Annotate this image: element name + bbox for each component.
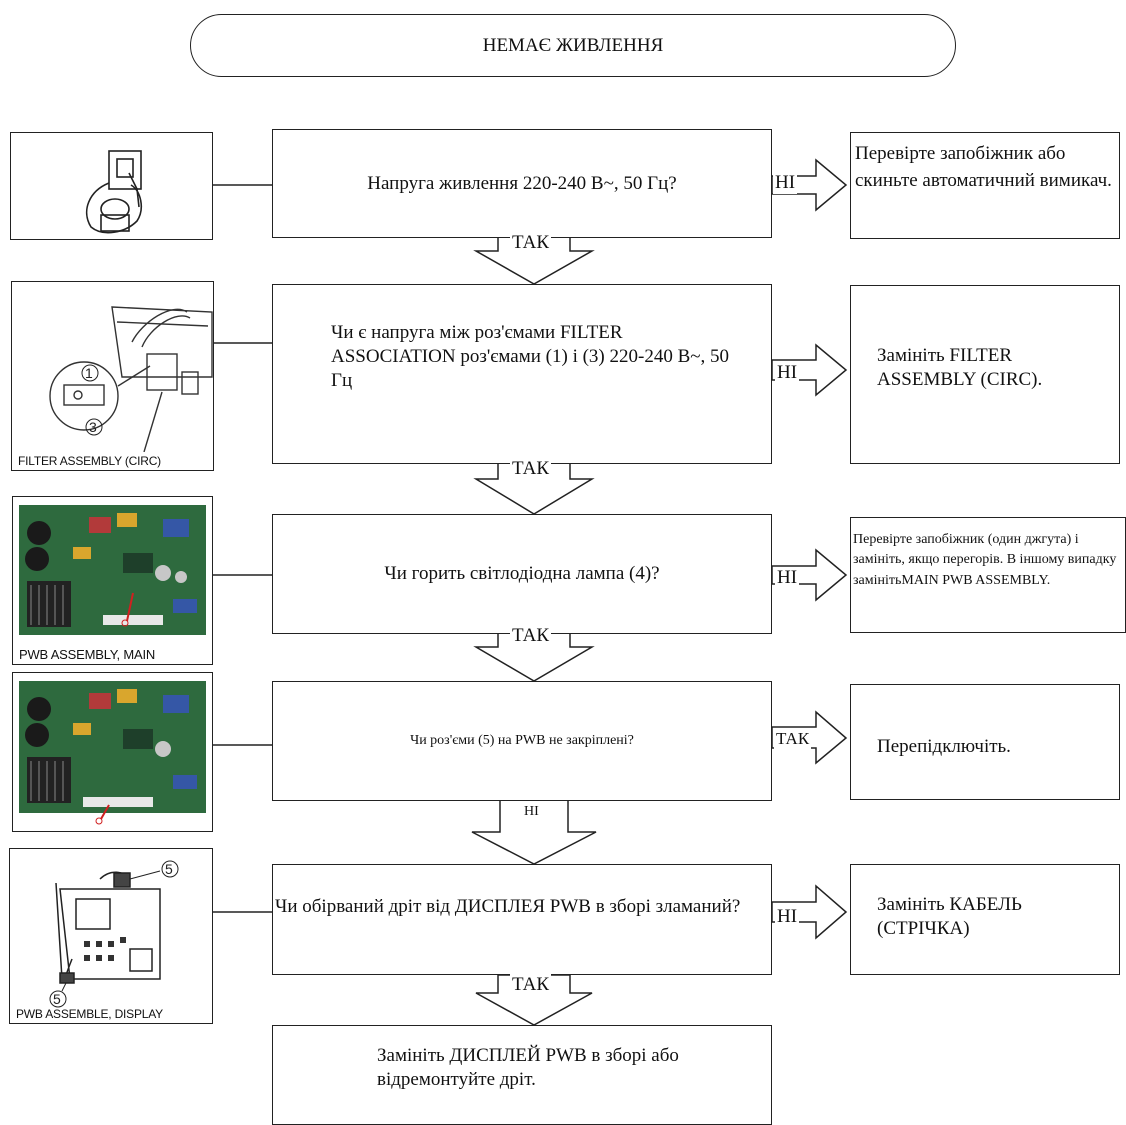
filter-assembly-caption: FILTER ASSEMBLY (CIRC) — [18, 454, 161, 468]
action-box-3: Перевірте запобіжник (один джгута) і зам… — [850, 517, 1126, 633]
filter-assembly-illustration: 1 3 FILTER ASSEMBLY (CIRC) — [11, 281, 214, 471]
pcb-components-icon — [25, 513, 197, 627]
action-text-3: Перевірте запобіжник (один джгута) і зам… — [853, 532, 1117, 588]
power-outlet-illustration — [10, 132, 213, 240]
flowchart-title: НЕМАЄ ЖИВЛЕННЯ — [190, 14, 956, 77]
branch-label-2: НІ — [775, 362, 800, 384]
display-pwb-caption: PWB ASSEMBLE, DISPLAY — [16, 1007, 163, 1021]
question-box-5: Чи обірваний дріт від ДИСПЛЕЯ PWB в збор… — [272, 864, 772, 975]
branch-label-1: НІ — [773, 172, 798, 194]
display-pwb-icon: 5 5 — [49, 860, 179, 1008]
question-box-1: Напруга живлення 220-240 В~, 50 Гц? — [272, 129, 772, 238]
question-text-5: Чи обірваний дріт від ДИСПЛЕЯ PWB в збор… — [275, 896, 741, 917]
question-text-1: Напруга живлення 220-240 В~, 50 Гц? — [367, 172, 677, 194]
plug-icon — [85, 150, 143, 234]
question-box-2: Чи є напруга між роз'ємами FILTER ASSOCI… — [272, 284, 772, 464]
display-pwb-illustration: 5 5 PWB ASSEMBLE, DISPLAY — [9, 848, 213, 1024]
svg-text:5: 5 — [165, 861, 173, 877]
action-text-4: Перепідключіть. — [877, 736, 1011, 757]
svg-text:5: 5 — [53, 991, 61, 1007]
svg-text:3: 3 — [89, 419, 97, 435]
main-pwb-photo-connectors — [12, 672, 213, 832]
final-action-text: Замініть ДИСПЛЕЙ PWB в зборі або відремо… — [377, 1045, 679, 1090]
question-text-3: Чи горить світлодіодна лампа (4)? — [384, 563, 660, 584]
action-box-2: Замініть FILTER ASSEMBLY (CIRC). — [850, 285, 1120, 464]
next-label-1: ТАК — [510, 232, 552, 254]
arrow-down-4 — [471, 799, 597, 865]
next-label-3: ТАК — [510, 625, 552, 647]
action-box-4: Перепідключіть. — [850, 684, 1120, 800]
question-box-3: Чи горить світлодіодна лампа (4)? — [272, 514, 772, 634]
main-pwb-photo: PWB ASSEMBLY, MAIN — [12, 496, 213, 665]
final-action-box: Замініть ДИСПЛЕЙ PWB в зборі або відремо… — [272, 1025, 772, 1125]
question-text-4: Чи роз'єми (5) на PWB не закріплені? — [410, 733, 634, 748]
arrow-down-1 — [473, 236, 595, 285]
filter-assembly-icon: 1 3 — [49, 306, 213, 453]
next-label-4: НІ — [524, 804, 539, 819]
action-box-1: Перевірте запобіжник або скиньте автомат… — [850, 132, 1120, 239]
action-text-5: Замініть КАБЕЛЬ (СТРІЧКА) — [877, 894, 1022, 939]
branch-label-3: НІ — [775, 567, 800, 589]
arrow-down-5 — [475, 974, 593, 1026]
arrow-right-1 — [771, 158, 848, 212]
svg-text:1: 1 — [85, 365, 93, 381]
action-box-5: Замініть КАБЕЛЬ (СТРІЧКА) — [850, 864, 1120, 975]
main-pwb-caption: PWB ASSEMBLY, MAIN — [19, 647, 156, 662]
question-box-4: Чи роз'єми (5) на PWB не закріплені? — [272, 681, 772, 801]
branch-label-4: ТАК — [774, 729, 812, 749]
question-text-2: Чи є напруга між роз'ємами FILTER ASSOCI… — [331, 322, 730, 391]
action-text-2: Замініть FILTER ASSEMBLY (CIRC). — [877, 345, 1043, 390]
arrow-down-3 — [473, 632, 595, 682]
next-label-2: ТАК — [510, 458, 552, 480]
action-text-1: Перевірте запобіжник або скиньте автомат… — [855, 143, 1112, 191]
pcb-components-icon — [25, 689, 197, 825]
next-label-5: ТАК — [510, 974, 552, 996]
arrow-down-2 — [473, 462, 595, 515]
branch-label-5: НІ — [775, 906, 800, 928]
